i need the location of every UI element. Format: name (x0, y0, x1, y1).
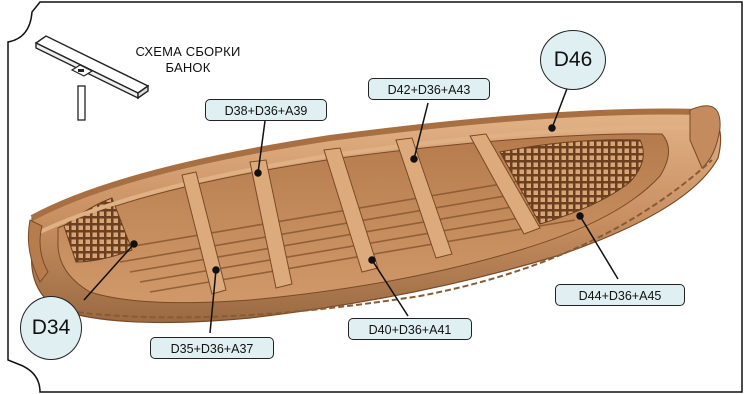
callout-d34: D34 (20, 296, 82, 360)
caption-line-2: БАНОК (118, 60, 258, 76)
assembly-caption: СХЕМА СБОРКИ БАНОК (118, 44, 258, 76)
callout-bench-d35: D35+D36+A37 (150, 337, 274, 359)
callout-bench-d38: D38+D36+A39 (205, 99, 327, 121)
callout-bench-d44: D44+D36+A45 (555, 284, 685, 306)
caption-line-1: СХЕМА СБОРКИ (118, 44, 258, 60)
callout-bench-d42: D42+D36+A43 (368, 78, 490, 100)
callout-d46: D46 (540, 30, 606, 90)
callout-bench-d40: D40+D36+A41 (348, 318, 472, 340)
